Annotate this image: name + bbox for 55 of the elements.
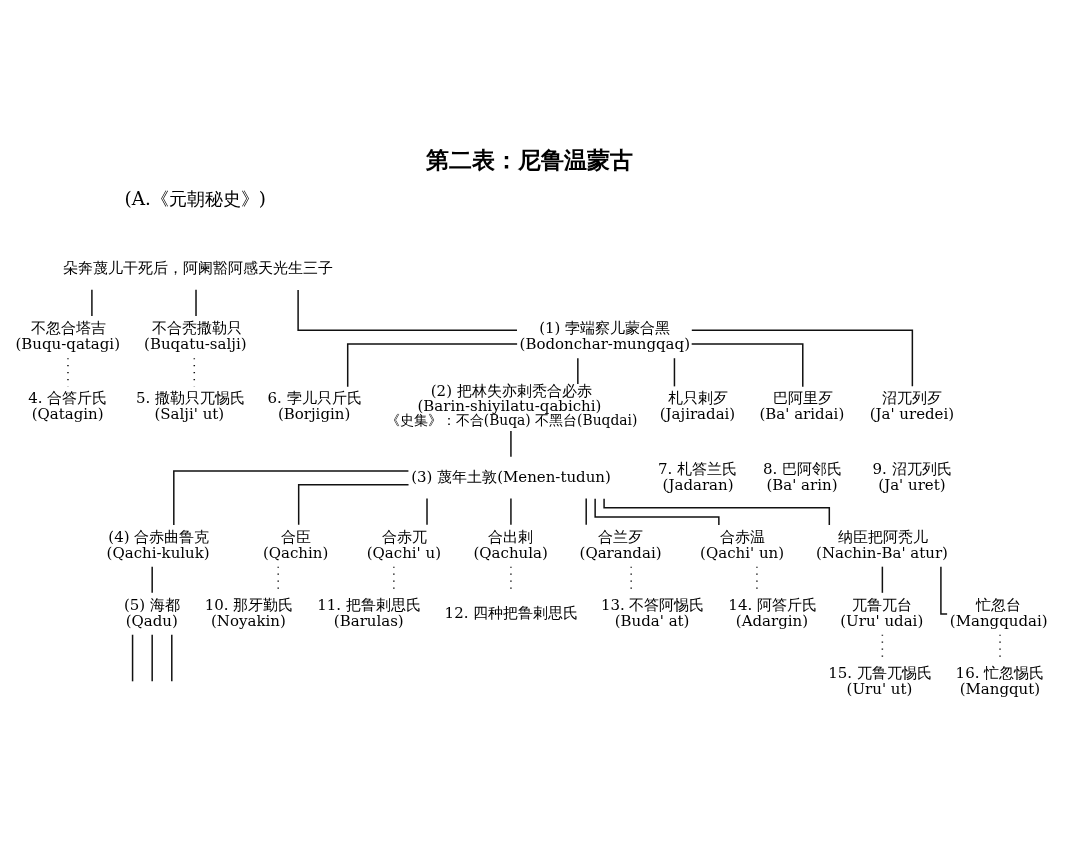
node-text: 6. 孛儿只斤氏 (Borjigin): [267, 388, 362, 423]
connector: [173, 469, 410, 526]
connector: [510, 429, 512, 457]
node-text: (1) 孛端察儿蒙合黑 (Bodonchar-mungqaq): [519, 318, 690, 353]
node-text: 合兰歹 (Qarandai): [579, 527, 662, 562]
connector: [91, 288, 93, 317]
node-text: 合臣 (Qachin): [262, 527, 329, 562]
node-text: 10. 那牙勤氏 (Noyakin): [204, 595, 294, 630]
node-text: 合赤兀 (Qachi' u): [366, 527, 442, 562]
node-text: (4) 合赤曲鲁克 (Qachi-kuluk): [106, 527, 210, 562]
node-text: 16. 忙忽惕氏 (Mangqut): [955, 663, 1045, 698]
node-text: 忙忽台 (Mangqudai): [949, 595, 1048, 630]
connector: [881, 565, 884, 594]
connector: [510, 497, 512, 525]
connector: [171, 633, 173, 682]
connector: [151, 633, 153, 682]
connector: [195, 288, 197, 317]
node-text: (5) 海都 (Qadu): [123, 595, 180, 630]
connector: [594, 497, 720, 526]
diagram-title: 第二表：尼鲁温蒙古: [426, 145, 634, 173]
node-text: (3) 蔑年土敦(Menen-tudun): [411, 467, 611, 486]
connector: [346, 342, 518, 387]
connector: [297, 483, 410, 526]
node-text: 13. 不答阿惕氏 (Buda' at): [600, 595, 705, 630]
connector: [603, 497, 831, 526]
connector: [673, 356, 676, 387]
connector: [297, 288, 518, 331]
node-text: 4. 合答斤氏 (Qatagin): [28, 388, 108, 423]
node-text: 12. 四种把鲁剌思氏: [444, 603, 579, 622]
connector: [690, 342, 804, 387]
node-text: 9. 沼兀列氏 (Ja' uret): [872, 459, 952, 494]
node-text: 合赤温 (Qachi' un): [700, 527, 785, 562]
node-text: 5. 撒勒只兀惕氏 (Salji' ut): [136, 388, 246, 423]
node-text: 不合秃撒勒只 (Buqatu-salji): [144, 318, 247, 353]
node-text: 14. 阿答斤氏 (Adargin): [728, 595, 817, 630]
node-text: 纳臣把阿秃儿 (Nachin-Ba' atur): [816, 527, 948, 562]
node-text: 沼兀列歹 (Ja' uredei): [869, 388, 955, 423]
node-text: 巴阿里歹 (Ba' aridai): [759, 388, 845, 423]
connector: [577, 356, 579, 385]
connector: [151, 565, 153, 594]
node-text: 合出剌 (Qachula): [473, 527, 548, 562]
node-text: 8. 巴阿邻氏 (Ba' arin): [762, 459, 843, 494]
node-text: 札只剌歹 (Jajiradai): [659, 388, 736, 423]
node-text: 不忽合塔吉 (Buqu-qatagi): [15, 318, 121, 353]
node-text: 朵奔蔑儿干死后，阿阑豁阿感天光生三子: [63, 258, 334, 277]
label: (A.《元朝秘史》): [124, 187, 267, 209]
connector: [691, 328, 914, 387]
node-text: 11. 把鲁剌思氏 (Barulas): [317, 595, 421, 630]
connector: [426, 497, 428, 525]
node-text: (2) 把林失亦剌秃合必赤 (Barin-shiyilatu-qabichi): [417, 381, 602, 415]
node-text: 15. 兀鲁兀惕氏 (Uru' ut): [828, 663, 932, 698]
connector: [585, 497, 587, 525]
node-text: 7. 札答兰氏 (Jadaran): [658, 459, 738, 494]
connector: [131, 633, 134, 682]
node-text: 兀鲁兀台 (Uru' udai): [840, 595, 924, 630]
